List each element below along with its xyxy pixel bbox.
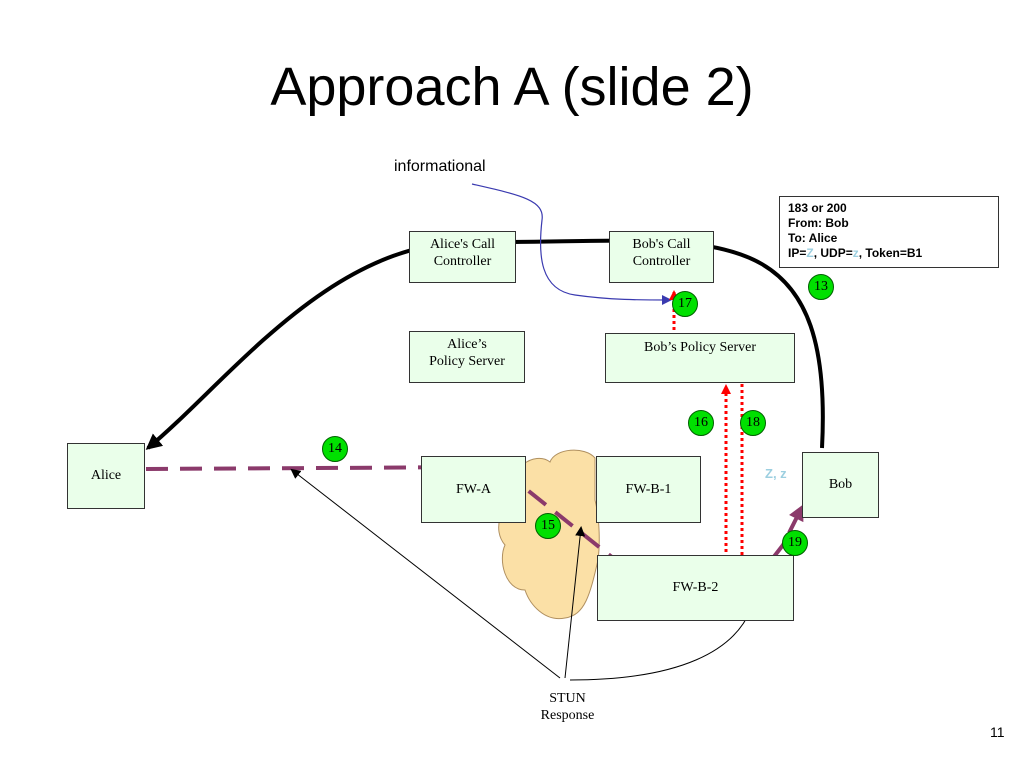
page-number: 11 <box>990 724 1005 740</box>
stun-arrow-to-media <box>290 468 561 679</box>
udp-value: z <box>852 246 859 260</box>
alice-box: Alice <box>67 443 145 509</box>
informational-arrow <box>471 183 672 305</box>
bob-ps-label: Bob’s Policy Server <box>644 340 756 355</box>
bob-label: Bob <box>828 477 853 492</box>
message-line-1: 183 or 200 <box>788 201 847 215</box>
ip-value: Z <box>806 246 814 260</box>
fw-b1-label: FW-B-1 <box>625 482 672 497</box>
bob-cc-line-2: Controller <box>632 254 691 269</box>
step-badge-15: 15 <box>535 513 561 539</box>
alice-cc-line-1: Alice's Call <box>429 237 496 252</box>
alice-policy-server-box: Alice’s Policy Server <box>409 331 525 383</box>
alice-label: Alice <box>90 468 122 483</box>
bob-call-controller-box: Bob's Call Controller <box>609 231 714 283</box>
alice-ps-line-1: Alice’s <box>447 337 487 352</box>
media-path-fwa-to-fwb2 <box>500 468 730 581</box>
step-badge-16: 16 <box>688 410 714 436</box>
bob-policy-server-box: Bob’s Policy Server <box>605 333 795 383</box>
ip-label: IP= <box>788 246 807 260</box>
informational-label: informational <box>394 158 486 175</box>
bob-box: Bob <box>802 452 879 518</box>
stun-response-label: STUN Response <box>520 690 615 724</box>
fw-a-label: FW-A <box>456 482 491 497</box>
message-line-3: To: Alice <box>788 231 838 245</box>
stun-arrow-to-cloud <box>564 526 586 679</box>
fw-a-box: FW-A <box>421 456 526 523</box>
fw-b2-box: FW-B-2 <box>597 555 794 621</box>
stun-label-line-1: STUN <box>549 691 586 706</box>
step-badge-19: 19 <box>782 530 808 556</box>
step-badge-14: 14 <box>322 436 348 462</box>
alice-call-controller-box: Alice's Call Controller <box>409 231 516 283</box>
message-line-2: From: Bob <box>788 216 849 230</box>
message-box: 183 or 200 From: Bob To: Alice IP=Z, UDP… <box>779 196 999 268</box>
step-badge-18: 18 <box>740 410 766 436</box>
message-line-4: IP=Z, UDP=z, Token=B1 <box>788 246 990 261</box>
fw-b1-box: FW-B-1 <box>596 456 701 523</box>
bob-cc-line-1: Bob's Call <box>632 237 691 252</box>
fw-b2-label: FW-B-2 <box>672 580 719 595</box>
alice-cc-line-2: Controller <box>433 254 492 269</box>
stun-label-line-2: Response <box>540 708 595 723</box>
bob-address-label: Z, z <box>765 466 787 481</box>
token-label: , Token=B1 <box>858 246 923 260</box>
step-badge-13: 13 <box>808 274 834 300</box>
step-badge-17: 17 <box>672 291 698 317</box>
slide-title: Approach A (slide 2) <box>270 57 754 117</box>
udp-label: , UDP= <box>813 246 853 260</box>
alice-ps-line-2: Policy Server <box>429 354 505 369</box>
